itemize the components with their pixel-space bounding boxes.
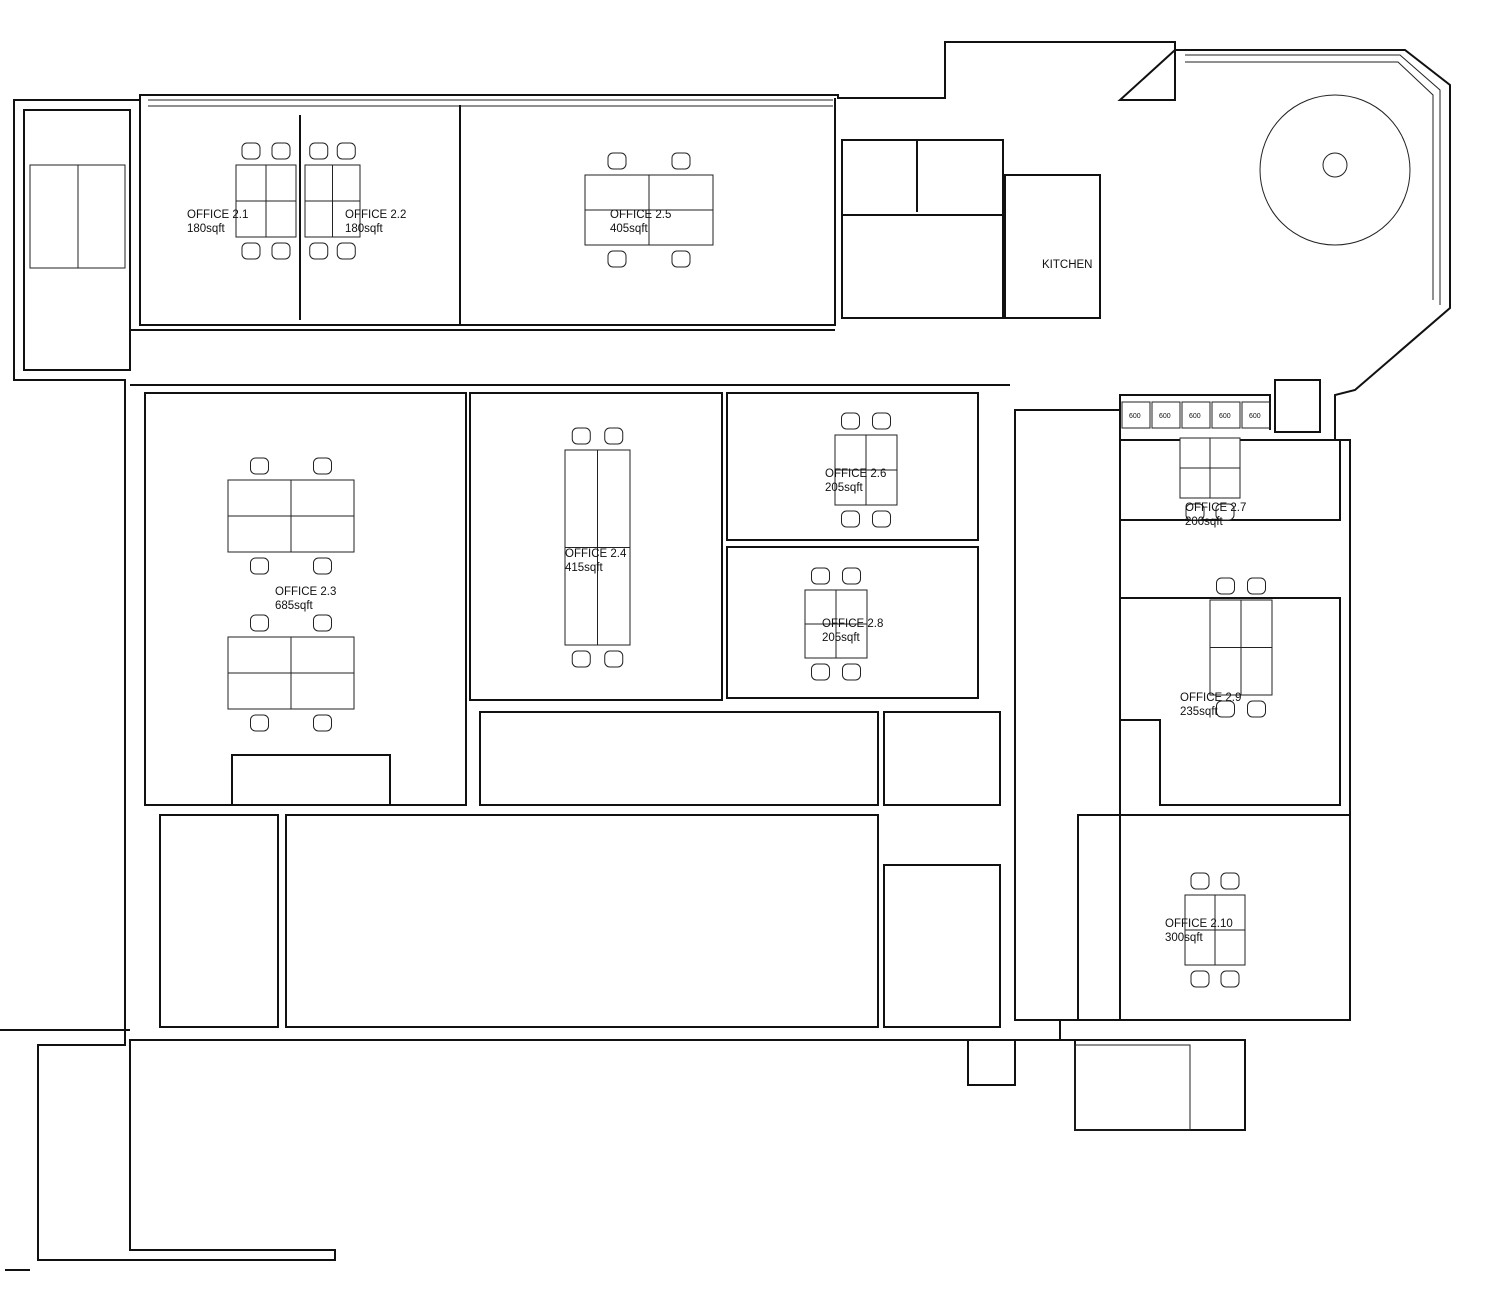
kitchen-unit [1151, 401, 1181, 429]
room-area: 685sqft [275, 600, 314, 612]
room-area: 300sqft [1165, 932, 1204, 944]
desk-cluster [227, 457, 355, 575]
chair [571, 427, 591, 445]
chair [336, 242, 356, 260]
chair [872, 510, 891, 528]
room-area: 235sqft [1180, 706, 1219, 718]
chair [1190, 872, 1210, 890]
chair [1215, 503, 1235, 521]
chair [607, 250, 627, 268]
room-label-2-9: OFFICE 2.9 235sqft [1180, 692, 1241, 718]
room-area: 180sqft [187, 223, 226, 235]
chair [872, 412, 891, 430]
stairs [29, 94, 1411, 1131]
chair [271, 242, 291, 260]
room-label-2-8: OFFICE 2.8 205sqft [822, 618, 883, 644]
room-name: OFFICE 2.1 [187, 209, 248, 221]
chair [250, 457, 269, 475]
room-label-2-3: OFFICE 2.3 685sqft [275, 586, 336, 612]
chair [309, 242, 329, 260]
chair [250, 614, 269, 632]
desk-cluster [804, 567, 868, 681]
chair [604, 650, 624, 668]
chair [241, 242, 261, 260]
chair [671, 152, 691, 170]
room-name: OFFICE 2.7 [1185, 502, 1246, 514]
chair [250, 714, 269, 732]
room-name: OFFICE 2.8 [822, 618, 883, 630]
chair [1185, 503, 1205, 521]
chair [1247, 700, 1266, 718]
interior-walls [130, 98, 1351, 1028]
chair [671, 250, 691, 268]
kitchen-units: 600 600 600 600 600 [1121, 401, 1271, 429]
chair [842, 567, 861, 585]
chair [607, 152, 627, 170]
chair [841, 510, 860, 528]
chair [271, 142, 291, 160]
desk-cluster [227, 614, 355, 732]
exterior-walls [0, 41, 1451, 1271]
desk-cluster [1209, 577, 1273, 718]
room-label-2-4: OFFICE 2.4 415sqft [565, 548, 627, 574]
chair [811, 567, 830, 585]
chair [842, 663, 861, 681]
chair [841, 412, 860, 430]
room-label-2-5: OFFICE 2.5 405sqft [610, 209, 671, 235]
room-area: 180sqft [345, 223, 384, 235]
chair [309, 142, 329, 160]
desk-cluster [834, 412, 898, 528]
chair [604, 427, 624, 445]
chair [313, 557, 332, 575]
desk-cluster [564, 427, 631, 668]
chair [571, 650, 591, 668]
kitchen-unit [1121, 401, 1151, 429]
chair [811, 663, 830, 681]
kitchen-unit [1241, 401, 1271, 429]
chair [1190, 970, 1210, 988]
chair [313, 714, 332, 732]
kitchen-unit-label: 600 [1219, 413, 1231, 420]
desk-clusters [227, 142, 1273, 988]
kitchen-unit [1211, 401, 1241, 429]
room-name: OFFICE 2.10 [1165, 918, 1233, 930]
room-area: 205sqft [825, 482, 864, 494]
kitchen-unit [1181, 401, 1211, 429]
chair [1247, 577, 1266, 595]
room-label-2-10: OFFICE 2.10 300sqft [1165, 918, 1233, 944]
chair [241, 142, 261, 160]
room-name: OFFICE 2.3 [275, 586, 336, 598]
kitchen-label: KITCHEN [1042, 259, 1092, 271]
chair [1220, 970, 1240, 988]
room-area: 200sqft [1185, 516, 1224, 528]
kitchen-unit-label: 600 [1189, 413, 1201, 420]
room-area: 205sqft [822, 632, 861, 644]
room-name: OFFICE 2.6 [825, 468, 886, 480]
chair [313, 457, 332, 475]
room-area: 415sqft [565, 562, 604, 574]
room-label-2-7: OFFICE 2.7 200sqft [1185, 502, 1246, 528]
chair [1216, 577, 1235, 595]
room-name: OFFICE 2.5 [610, 209, 671, 221]
desk-cluster [1184, 872, 1246, 988]
room-label-2-2: OFFICE 2.2 180sqft [345, 209, 406, 235]
room-label-2-1: OFFICE 2.1 180sqft [187, 209, 248, 235]
kitchen-unit-label: 600 [1159, 413, 1171, 420]
chair [313, 614, 332, 632]
chair [250, 557, 269, 575]
kitchen-unit-label: 600 [1249, 413, 1261, 420]
desk-cluster [235, 142, 297, 260]
room-name: OFFICE 2.9 [1180, 692, 1241, 704]
chair [1216, 700, 1235, 718]
room-name: OFFICE 2.4 [565, 548, 627, 560]
chair [1220, 872, 1240, 890]
room-name: OFFICE 2.2 [345, 209, 406, 221]
room-label-2-6: OFFICE 2.6 205sqft [825, 468, 886, 494]
desk-cluster [1179, 437, 1241, 521]
kitchen-unit-label: 600 [1129, 413, 1141, 420]
desk-cluster [304, 142, 361, 260]
room-area: 405sqft [610, 223, 649, 235]
desk-cluster [584, 152, 714, 268]
chair [336, 142, 356, 160]
